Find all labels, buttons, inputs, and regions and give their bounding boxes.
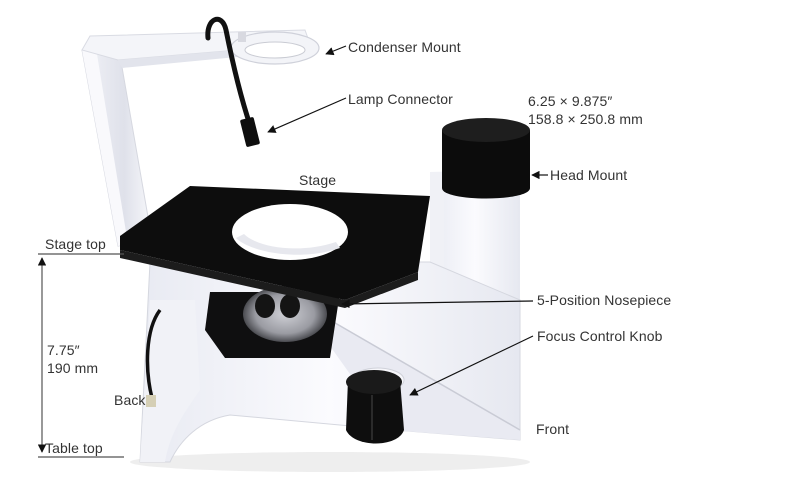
- focus-knob-leader: [409, 335, 534, 396]
- stage-size-mm: 158.8 × 250.8 mm: [528, 111, 643, 127]
- front-label: Front: [536, 421, 570, 437]
- illumination-arm: [81, 29, 320, 247]
- nosepiece-leader: [341, 299, 534, 309]
- height-mm: 190 mm: [47, 360, 99, 376]
- condenser-mount-label: Condenser Mount: [348, 39, 461, 55]
- focus-control-knob: [346, 367, 405, 444]
- focus-knob-label: Focus Control Knob: [537, 328, 663, 344]
- table-top-label: Table top: [45, 440, 103, 456]
- microscope-base: [139, 170, 521, 463]
- condenser-mount-leader: [325, 45, 347, 56]
- back-label: Back: [114, 392, 146, 408]
- stage-size-inches: 6.25 × 9.875″: [528, 93, 613, 109]
- stage-label: Stage: [299, 172, 337, 188]
- height-inches: 7.75″: [47, 342, 80, 358]
- stage-plate: [120, 186, 430, 308]
- lamp-connector-leader: [267, 97, 347, 133]
- height-dimension: [37, 253, 124, 458]
- nosepiece: [205, 286, 340, 358]
- lamp-connector-plug: [240, 117, 260, 147]
- lamp-connector-label: Lamp Connector: [348, 91, 453, 107]
- head-mount-cap: [442, 118, 530, 199]
- floor-shadow: [130, 452, 530, 472]
- nosepiece-label: 5-Position Nosepiece: [537, 292, 672, 308]
- stage-top-label: Stage top: [45, 236, 106, 252]
- callout-lines: [267, 45, 548, 396]
- head-mount-label: Head Mount: [550, 167, 628, 183]
- lamp-cable: [205, 16, 253, 128]
